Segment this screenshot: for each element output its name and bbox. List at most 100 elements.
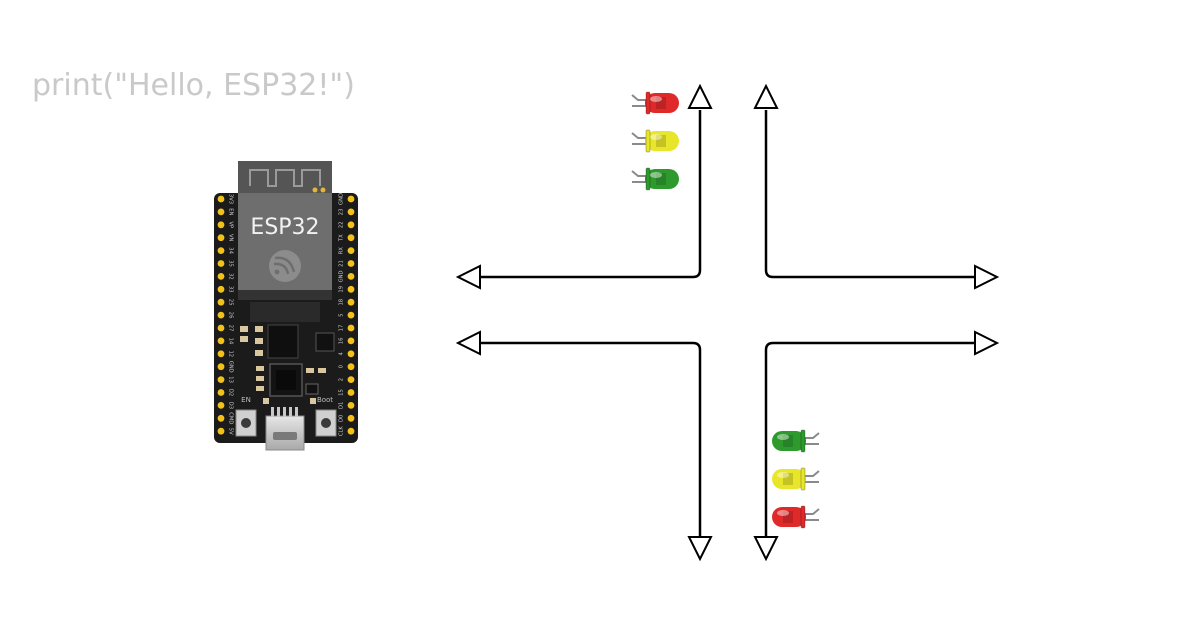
road-edge-top-left (480, 110, 702, 279)
pin-label: CMD (228, 412, 234, 424)
led-red[interactable] (772, 505, 820, 529)
pin-pad[interactable] (347, 363, 355, 371)
intersection-roads (480, 110, 975, 537)
pin-label: 23 (339, 209, 345, 216)
pin-pad[interactable] (347, 234, 355, 242)
pin-pad[interactable] (347, 285, 355, 293)
pin-pad[interactable] (217, 363, 225, 371)
pin-label: D3 (228, 402, 234, 409)
pin-label: 14 (228, 338, 234, 345)
pin-pad[interactable] (217, 247, 225, 255)
pin-label: 19 (339, 286, 345, 293)
pin-pad[interactable] (347, 247, 355, 255)
led-green[interactable] (772, 429, 820, 453)
antenna-trace (249, 169, 321, 187)
led-red[interactable] (631, 91, 679, 115)
pin-pad[interactable] (347, 350, 355, 358)
boot-button[interactable] (315, 409, 337, 437)
led-yellow[interactable] (631, 129, 679, 153)
road-edge-bottom-left (480, 341, 702, 537)
pin-label: 21 (339, 260, 345, 267)
pin-pad[interactable] (217, 324, 225, 332)
boot-label: Boot (317, 396, 333, 404)
pin-pad[interactable] (347, 376, 355, 383)
pin-label: VP (228, 221, 234, 228)
pin-label: TX (339, 234, 345, 242)
left-pin-header: 3V3ENVPVN343532332526271412GND13D2D3CMD5… (217, 194, 234, 435)
pin-pad[interactable] (347, 311, 355, 319)
pin-pad[interactable] (347, 195, 355, 203)
pin-label: 12 (228, 350, 234, 357)
en-button[interactable] (235, 409, 257, 437)
pin-label: 27 (228, 325, 234, 332)
pin-pad[interactable] (217, 389, 225, 396)
arrow-down-left (687, 536, 713, 562)
pin-label: 22 (339, 221, 345, 228)
pin-pad[interactable] (217, 221, 225, 229)
arrow-right-top (974, 264, 1000, 290)
esp32-board[interactable]: ESP32 (214, 161, 358, 451)
pin-label: 34 (228, 247, 234, 254)
pin-pad[interactable] (217, 195, 225, 203)
pin-label: 3V3 (228, 194, 234, 204)
pin-label: 4 (339, 351, 345, 355)
pin-label: GND (228, 361, 234, 373)
pin-pad[interactable] (217, 402, 225, 409)
pin-pad[interactable] (347, 337, 355, 345)
pin-label: 5V (228, 428, 234, 435)
pin-label: D1 (339, 402, 345, 409)
road-arrows (455, 83, 1000, 562)
pin-pad[interactable] (347, 260, 355, 267)
led-body (772, 507, 806, 527)
led-green[interactable] (631, 167, 679, 191)
pin-label: D2 (228, 389, 234, 396)
arrow-down-right (753, 536, 779, 562)
pin-pad[interactable] (217, 208, 225, 216)
south-traffic-light (772, 429, 820, 529)
pin-pad[interactable] (347, 298, 355, 306)
arrow-left-bottom (455, 330, 481, 356)
pin-label: 32 (228, 273, 234, 280)
pin-pad[interactable] (217, 311, 225, 319)
antenna-module (238, 161, 332, 197)
pin-pad[interactable] (347, 427, 355, 435)
led-yellow[interactable] (772, 467, 820, 491)
pin-label: 18 (339, 299, 345, 306)
arrow-right-bottom (974, 330, 1000, 356)
pin-pad[interactable] (347, 389, 355, 396)
board-components (240, 324, 335, 404)
code-line: print("Hello, ESP32!") (32, 68, 355, 103)
arrow-left-top (455, 264, 481, 290)
road-edge-top-right (764, 110, 975, 279)
pin-label: 16 (339, 338, 345, 345)
pin-pad[interactable] (217, 298, 225, 306)
pin-pad[interactable] (347, 402, 355, 409)
pin-label: 17 (339, 325, 345, 332)
arrow-up-left (687, 83, 713, 109)
pin-label: 15 (339, 389, 345, 396)
pin-pad[interactable] (347, 324, 355, 332)
pin-pad[interactable] (347, 221, 355, 229)
pin-label: 26 (228, 312, 234, 319)
pin-label: VN (228, 234, 234, 242)
pin-pad[interactable] (217, 337, 225, 345)
pin-label: GND (339, 193, 345, 205)
pin-label: 0 (339, 365, 345, 368)
pin-pad[interactable] (217, 376, 225, 383)
espressif-logo-icon (269, 250, 301, 282)
led-body (772, 469, 806, 489)
pin-pad[interactable] (347, 414, 355, 422)
pin-pad[interactable] (217, 273, 225, 280)
pin-pad[interactable] (217, 350, 225, 358)
pin-pad[interactable] (217, 260, 225, 267)
pin-pad[interactable] (347, 273, 355, 280)
pin-label: 35 (228, 260, 234, 267)
pin-pad[interactable] (217, 414, 225, 422)
pin-label: EN (228, 208, 234, 215)
pin-pad[interactable] (347, 208, 355, 216)
pin-pad[interactable] (217, 234, 225, 242)
pin-pad[interactable] (217, 427, 225, 435)
pin-pad[interactable] (217, 285, 225, 293)
